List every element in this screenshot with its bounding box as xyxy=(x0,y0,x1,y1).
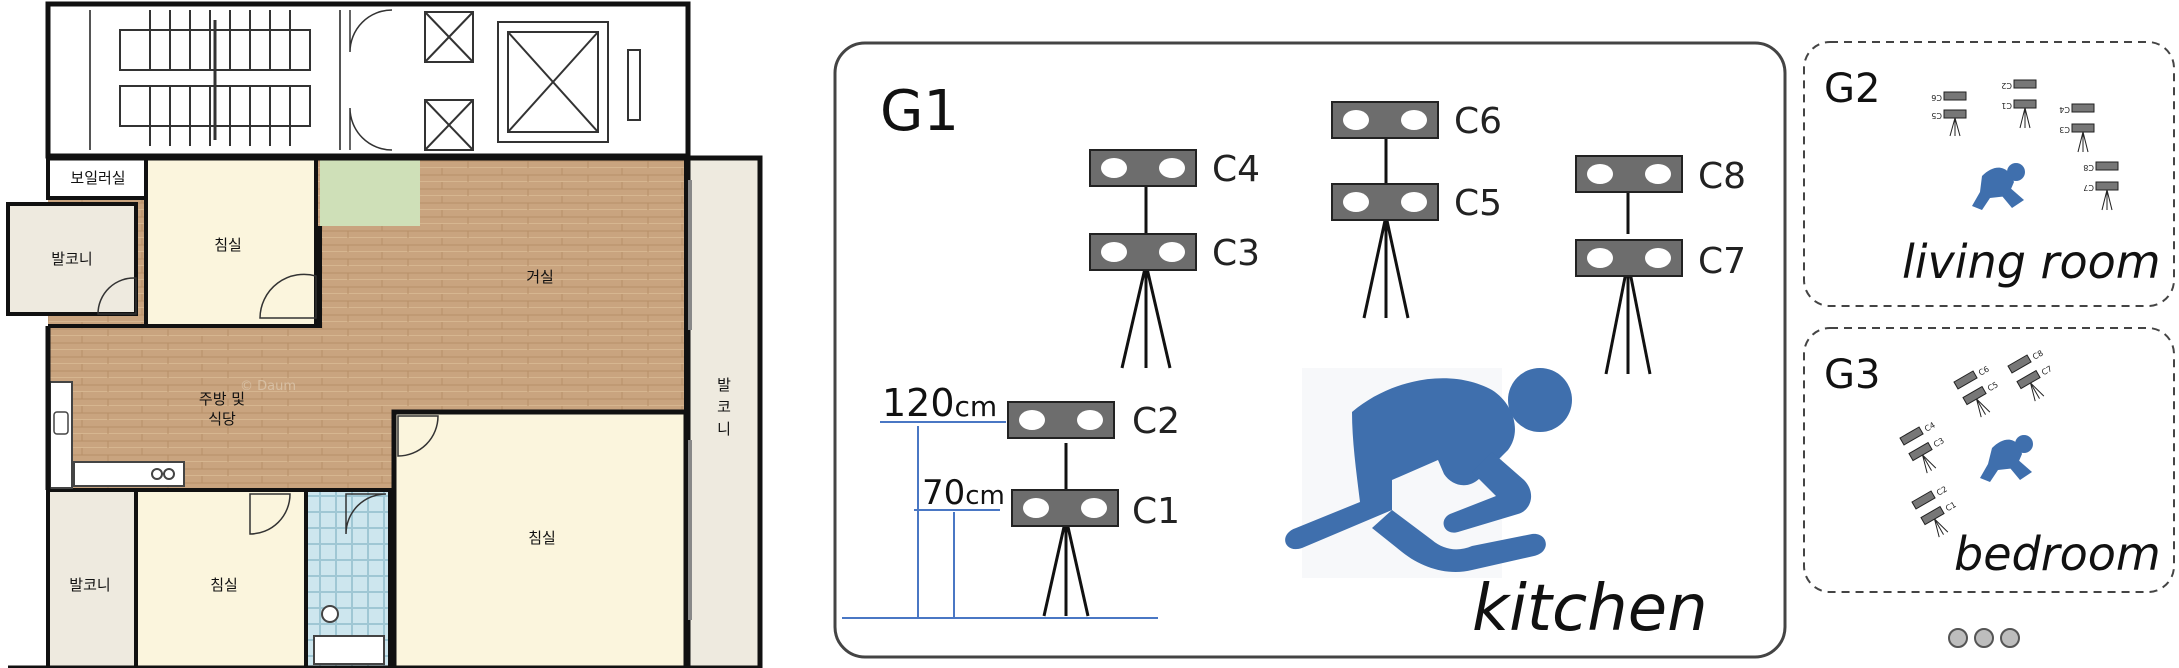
camera-rig-4: C8 C7 xyxy=(1575,155,1746,375)
g3-bedroom-panel: G3 C6 C5 C8 C7 C4 C3 xyxy=(1802,326,2176,594)
camera-c2-label: C2 xyxy=(1132,401,1180,442)
g1-group-label: G1 xyxy=(880,79,959,144)
core-block xyxy=(45,1,691,159)
g3-room-label: bedroom xyxy=(1954,527,2161,581)
g2-person-figure xyxy=(1972,163,2025,210)
balcony-top-left-label: 발코니 xyxy=(51,250,92,268)
more-indicator xyxy=(1944,624,2024,654)
camera-c5-label: C5 xyxy=(1454,183,1502,224)
camera-c5 xyxy=(1331,183,1439,221)
g1-setup-diagram: G1 120cm 70cm C2 xyxy=(833,41,1787,659)
g2-cam-label-c8: C8 xyxy=(2083,163,2094,172)
g1-kitchen-panel: G1 120cm 70cm C2 xyxy=(832,40,1788,660)
elevator-shaft xyxy=(424,11,641,151)
kitchen-counter xyxy=(49,381,73,489)
camera-rig-3: C6 C5 xyxy=(1331,101,1502,319)
camera-c8-label: C8 xyxy=(1698,156,1746,197)
g2-cam-label-c2: C2 xyxy=(2001,81,2012,90)
g3-group-label: G3 xyxy=(1824,352,1880,398)
kitchen-label-line2: 식당 xyxy=(208,410,236,428)
camera-c6 xyxy=(1331,101,1439,139)
g3-setup-diagram: G3 C6 C5 C8 C7 C4 C3 xyxy=(1803,327,2175,593)
staircase xyxy=(119,10,311,146)
camera-rig-1: C2 C1 xyxy=(1007,401,1180,617)
entry-area xyxy=(320,160,420,226)
g1-room-label: kitchen xyxy=(1472,572,1708,646)
balcony-right-label-2: 코 xyxy=(717,398,731,416)
g2-group-label: G2 xyxy=(1824,66,1880,112)
camera-c4-label: C4 xyxy=(1212,149,1260,190)
g2-cam-label-c3: C3 xyxy=(2059,125,2070,134)
fallen-person-figure xyxy=(1285,368,1572,578)
ellipsis-icon xyxy=(1948,628,2020,648)
kitchen-label-line1: 주방 및 xyxy=(199,390,245,408)
g2-cam-label-c7: C7 xyxy=(2083,183,2094,192)
bedroom-large-label: 침실 xyxy=(528,529,556,547)
floor-plan: 보일러실 발코니 침실 거실 주방 및 식당 발 코 니 침실 발코니 침실 ©… xyxy=(0,0,770,668)
balcony-right-label-1: 발 xyxy=(717,376,731,394)
balcony-bottom-left-label: 발코니 xyxy=(69,576,110,594)
camera-c6-label: C6 xyxy=(1454,101,1502,142)
camera-c1-label: C1 xyxy=(1132,491,1180,532)
bedroom-large xyxy=(391,409,689,668)
g2-cam-label-c4: C4 xyxy=(2059,105,2070,114)
g2-setup-diagram: G2 C6 C5 C2 C1 C4 C3 xyxy=(1803,41,2175,307)
core-doors xyxy=(349,9,393,151)
g2-cam-label-c5: C5 xyxy=(1931,111,1942,120)
bedroom-top-label: 침실 xyxy=(214,236,242,254)
camera-c1 xyxy=(1011,489,1119,527)
balcony-bottom-left xyxy=(46,488,138,668)
doors xyxy=(97,273,439,535)
g2-cam-label-c1: C1 xyxy=(2001,101,2012,110)
camera-c2 xyxy=(1007,401,1115,439)
camera-c3-label: C3 xyxy=(1212,233,1260,274)
boiler-room-label: 보일러실 xyxy=(70,169,125,187)
balcony-right-label-3: 니 xyxy=(717,420,731,438)
floor-plan-drawing: 보일러실 발코니 침실 거실 주방 및 식당 발 코 니 침실 발코니 침실 ©… xyxy=(6,1,763,668)
bedroom-small-label: 침실 xyxy=(210,576,238,594)
camera-c7 xyxy=(1575,239,1683,277)
g2-cam-label-c6: C6 xyxy=(1931,93,1942,102)
camera-c7-label: C7 xyxy=(1698,241,1746,282)
balcony-top-left xyxy=(6,202,138,316)
camera-c8 xyxy=(1575,155,1683,193)
living-room-label: 거실 xyxy=(526,268,554,286)
g3-person-figure xyxy=(1980,435,2033,482)
g2-room-label: living room xyxy=(1902,235,2161,289)
g2-cameras: C6 C5 C2 C1 C4 C3 C8 C7 xyxy=(1931,79,2119,211)
camera-rig-2: C4 C3 xyxy=(1089,149,1260,369)
watermark: © Daum xyxy=(240,379,296,394)
camera-c4 xyxy=(1089,149,1197,187)
g2-living-room-panel: G2 C6 C5 C2 C1 C4 C3 xyxy=(1802,40,2176,308)
height-label-120: 120cm xyxy=(882,381,997,425)
camera-c3 xyxy=(1089,233,1197,271)
height-label-70: 70cm xyxy=(922,473,1005,513)
